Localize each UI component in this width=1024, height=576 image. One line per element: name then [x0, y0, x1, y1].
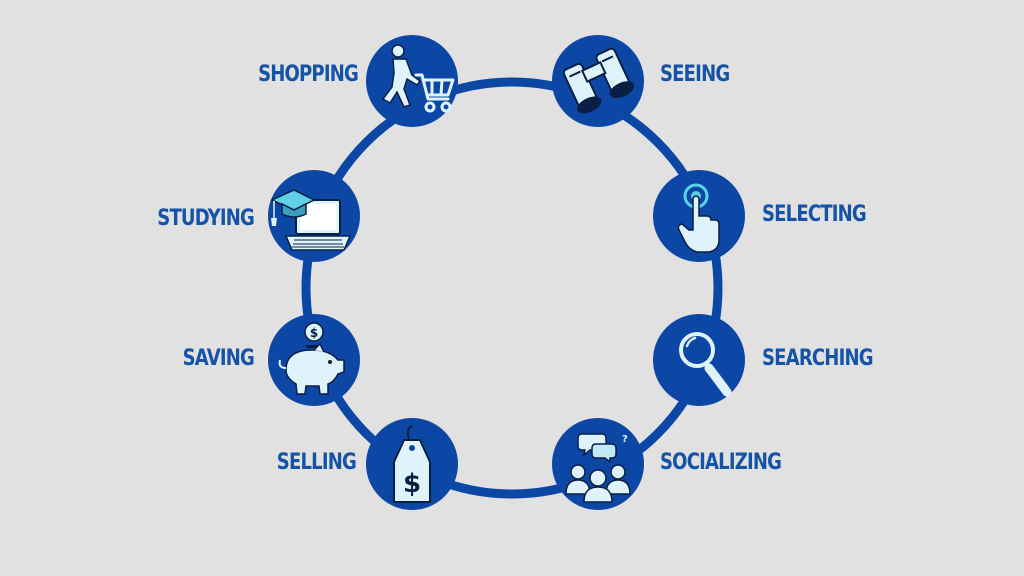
node-socializing: ?: [552, 418, 644, 510]
label-seeing: SEEING: [660, 62, 730, 87]
laptop-graduation-cap-icon: [270, 189, 352, 251]
binoculars-icon: [562, 47, 635, 114]
svg-text:$: $: [403, 469, 421, 499]
svg-text:?: ?: [622, 434, 628, 445]
label-selling: SELLING: [276, 450, 357, 475]
node-seeing: [552, 35, 644, 127]
node-selling: $: [366, 418, 458, 510]
people-chat-icon: ?: [565, 433, 631, 503]
node-studying: [268, 170, 360, 262]
node-saving: $: [268, 314, 360, 406]
node-selecting: [653, 170, 745, 262]
piggy-bank-icon: $: [278, 322, 345, 395]
price-tag-icon: $: [393, 425, 431, 503]
label-socializing: SOCIALIZING: [660, 450, 782, 475]
shopping-cart-icon: [381, 44, 455, 113]
label-saving: SAVING: [182, 346, 255, 371]
node-shopping: [366, 35, 458, 127]
node-searching: [653, 314, 745, 406]
label-searching: SEARCHING: [762, 346, 874, 371]
svg-text:$: $: [310, 326, 318, 340]
label-shopping: SHOPPING: [258, 62, 359, 87]
pointing-hand-icon: [677, 183, 720, 253]
label-selecting: SELECTING: [762, 202, 867, 227]
label-studying: STUDYING: [157, 206, 255, 231]
magnifying-glass-icon: [679, 332, 732, 397]
